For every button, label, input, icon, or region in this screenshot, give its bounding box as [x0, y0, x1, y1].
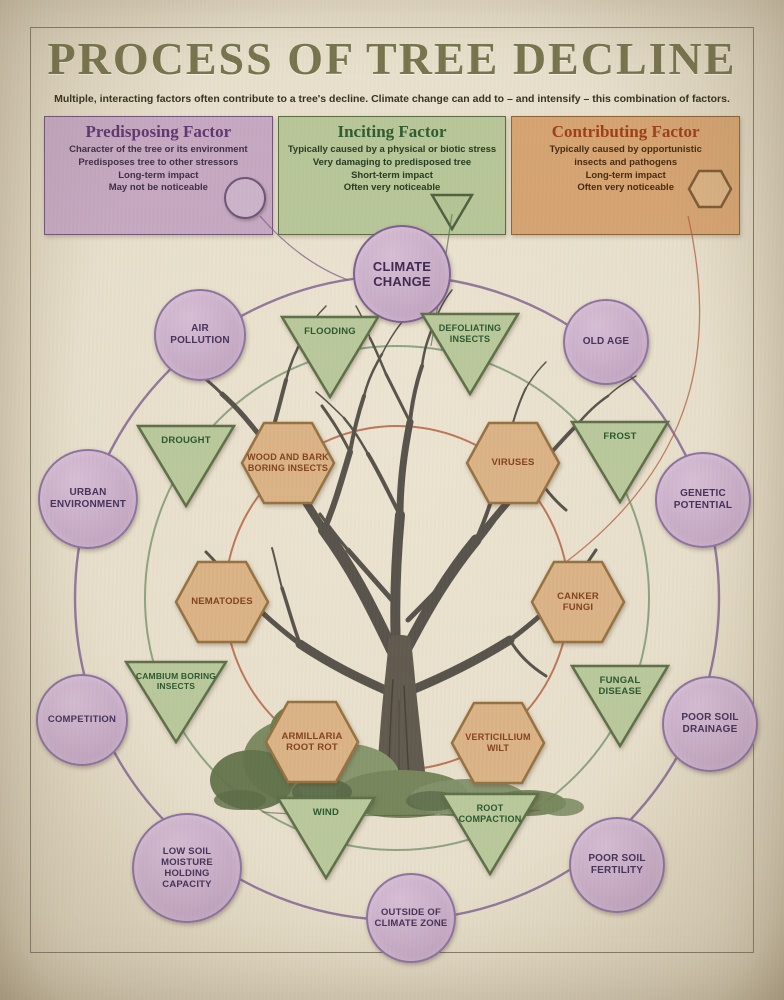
legend-description-predisposing: Character of the tree or its environment…	[69, 144, 248, 194]
predisposing-connector-line	[259, 215, 349, 281]
triangle-shape	[136, 424, 236, 508]
triangle-shape	[276, 796, 376, 880]
legend-inciting-factor: Inciting Factor Typically caused by a ph…	[277, 116, 507, 235]
factor-cambium-boring-insects: CAMBIUM BORING INSECTS	[124, 660, 228, 744]
factor-air-pollution: AIR POLLUTION	[154, 289, 246, 381]
factor-defoliating-insects: DEFOLIATING INSECTS	[420, 312, 520, 396]
page-title: PROCESS OF TREE DECLINE	[47, 33, 737, 84]
factor-outside-of-climate-zone: OUTSIDE OF CLIMATE ZONE	[366, 873, 456, 963]
factor-fungal-disease: FUNGAL DISEASE	[570, 664, 670, 748]
legend-contributing-factor: Contributing Factor Typically caused by …	[511, 116, 741, 235]
hexagon-shape	[530, 560, 626, 644]
contributing-connector-line	[565, 215, 701, 563]
hexagon-shape	[174, 560, 270, 644]
hexagon-shape	[264, 700, 360, 784]
inciting-ring	[144, 345, 650, 851]
legend-title-inciting: Inciting Factor	[337, 122, 447, 141]
factor-flooding: FLOODING	[280, 315, 380, 399]
factor-nematodes: NEMATODES	[174, 560, 270, 644]
legend-predisposing-factor: Predisposing Factor Character of the tre…	[44, 116, 273, 235]
factor-frost: FROST	[570, 420, 670, 504]
hexagon-shape	[465, 421, 561, 505]
factor-verticillium-wilt: VERTICILLIUM WILT	[450, 701, 546, 785]
triangle-shape	[124, 660, 228, 744]
triangle-shape	[570, 420, 670, 504]
legend-title-predisposing: Predisposing Factor	[85, 122, 232, 141]
triangle-shape	[440, 792, 540, 876]
factor-viruses: VIRUSES	[465, 421, 561, 505]
triangle-shape	[420, 312, 520, 396]
legend: Predisposing Factor Character of the tre…	[44, 116, 741, 235]
factor-wind: WIND	[276, 796, 376, 880]
factor-genetic-potential: GENETIC POTENTIAL	[655, 452, 751, 548]
factor-competition: COMPETITION	[36, 674, 128, 766]
factor-low-soil-moisture-holding-capacity: LOW SOIL MOISTURE HOLDING CAPACITY	[132, 813, 242, 923]
legend-title-contributing: Contributing Factor	[551, 122, 700, 141]
triangle-shape	[280, 315, 380, 399]
legend-description-contributing: Typically caused by opportunistic insect…	[549, 144, 702, 194]
triangle-shape	[570, 664, 670, 748]
factor-wood-and-bark-boring-insects: WOOD AND BARK BORING INSECTS	[240, 421, 336, 505]
legend-description-inciting: Typically caused by a physical or biotic…	[287, 144, 497, 194]
factor-urban-environment: URBAN ENVIRONMENT	[38, 449, 138, 549]
factor-poor-soil-drainage: POOR SOIL DRAINAGE	[662, 676, 758, 772]
circle-icon	[223, 177, 266, 219]
factor-poor-soil-fertility: POOR SOIL FERTILITY	[569, 817, 665, 913]
factor-drought: DROUGHT	[136, 424, 236, 508]
factor-old-age: OLD AGE	[563, 299, 649, 385]
factor-armillaria-root-rot: ARMILLARIA ROOT ROT	[264, 700, 360, 784]
factor-climate-change: CLIMATE CHANGE	[353, 225, 451, 323]
factor-root-compaction: ROOT COMPACTION	[440, 792, 540, 876]
page-subtitle: Multiple, interacting factors often cont…	[54, 93, 730, 105]
hexagon-shape	[240, 421, 336, 505]
hexagon-shape	[450, 701, 546, 785]
hexagon-icon	[687, 169, 733, 209]
factor-canker-fungi: CANKER FUNGI	[530, 560, 626, 644]
triangle-icon	[430, 193, 475, 232]
